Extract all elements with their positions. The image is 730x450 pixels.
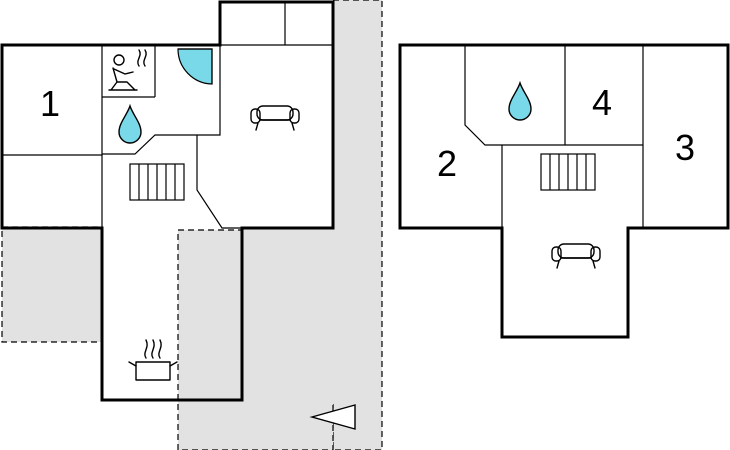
cooking-pot-icon bbox=[128, 339, 178, 381]
terrace-right bbox=[332, 0, 383, 450]
upper-floor: 2 3 4 bbox=[398, 43, 730, 339]
room-2-label: 2 bbox=[437, 143, 457, 184]
shower-quarter-circle bbox=[177, 48, 213, 85]
terrace-left bbox=[1, 226, 103, 343]
sofa-icon bbox=[250, 105, 300, 131]
shower-door-line bbox=[178, 48, 213, 84]
triangle-arrow-icon bbox=[309, 404, 356, 430]
partition-walls bbox=[2, 2, 333, 400]
stairs-icon bbox=[129, 163, 185, 201]
room-4-label: 4 bbox=[592, 82, 612, 123]
stairs-icon-upper bbox=[540, 153, 596, 191]
water-drop-icon bbox=[118, 105, 142, 144]
outdoor-area bbox=[1, 0, 383, 450]
terrace-fill-patch bbox=[242, 229, 334, 404]
water-drop-icon-upper bbox=[508, 82, 532, 121]
upper-partition-walls bbox=[464, 45, 644, 228]
sofa-icon-upper bbox=[551, 243, 601, 269]
ground-floor: 1 bbox=[0, 0, 356, 430]
room-3-label: 3 bbox=[675, 127, 695, 168]
sauna-icon bbox=[108, 49, 147, 91]
room-1-label: 1 bbox=[40, 83, 60, 124]
upper-floor-outline bbox=[398, 43, 730, 339]
